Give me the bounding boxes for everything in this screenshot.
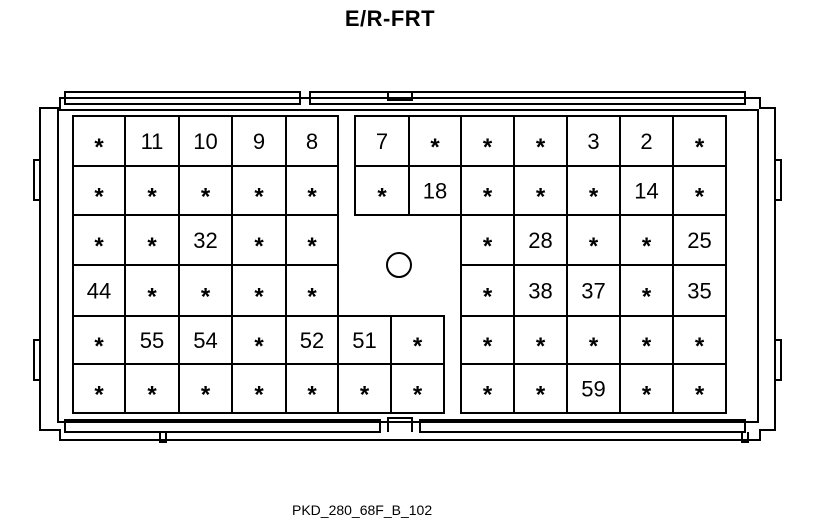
unused-terminal-mark: * xyxy=(307,184,317,211)
terminal-cell xyxy=(390,363,445,414)
unused-terminal-mark: * xyxy=(695,184,705,211)
unused-terminal-mark: * xyxy=(307,382,317,409)
terminal-number: 8 xyxy=(306,129,318,154)
terminal-number: 3 xyxy=(587,129,599,154)
terminal-number: 51 xyxy=(352,328,376,353)
unused-terminal-mark: * xyxy=(483,284,493,311)
unused-terminal-mark: * xyxy=(642,284,652,311)
terminal-number: 11 xyxy=(141,129,164,154)
unused-terminal-mark: * xyxy=(254,284,264,311)
unused-terminal-mark: * xyxy=(254,333,264,360)
unused-terminal-mark: * xyxy=(413,382,423,409)
unused-terminal-mark: * xyxy=(483,333,493,360)
diagram-title: E/R-FRT xyxy=(344,6,436,31)
terminal-cell xyxy=(672,363,727,414)
terminal-number: 32 xyxy=(193,228,217,253)
terminal-number: 37 xyxy=(581,279,605,304)
terminal-number: 28 xyxy=(528,228,552,253)
unused-terminal-mark: * xyxy=(201,184,211,211)
unused-terminal-mark: * xyxy=(642,233,652,260)
terminal-number: 59 xyxy=(581,377,605,402)
unused-terminal-mark: * xyxy=(147,233,157,260)
unused-terminal-mark: * xyxy=(430,134,440,161)
unused-terminal-mark: * xyxy=(536,184,546,211)
terminal-number: 55 xyxy=(140,328,164,353)
unused-terminal-mark: * xyxy=(94,333,104,360)
unused-terminal-mark: * xyxy=(695,134,705,161)
unused-terminal-mark: * xyxy=(536,333,546,360)
unused-terminal-mark: * xyxy=(94,233,104,260)
unused-terminal-mark: * xyxy=(94,382,104,409)
unused-terminal-mark: * xyxy=(695,333,705,360)
unused-terminal-mark: * xyxy=(642,333,652,360)
unused-terminal-mark: * xyxy=(483,382,493,409)
terminal-number: 35 xyxy=(687,279,711,304)
unused-terminal-mark: * xyxy=(360,382,370,409)
unused-terminal-mark: * xyxy=(307,284,317,311)
terminal-number: 2 xyxy=(640,129,652,154)
unused-terminal-mark: * xyxy=(589,233,599,260)
connector-housing xyxy=(33,91,782,443)
unused-terminal-mark: * xyxy=(254,233,264,260)
terminal-number: 7 xyxy=(376,129,388,154)
terminal-number: 38 xyxy=(528,279,552,304)
unused-terminal-mark: * xyxy=(483,134,493,161)
unused-terminal-mark: * xyxy=(254,184,264,211)
terminal-number: 25 xyxy=(687,228,711,253)
unused-terminal-mark: * xyxy=(94,184,104,211)
unused-terminal-mark: * xyxy=(483,184,493,211)
unused-terminal-mark: * xyxy=(536,134,546,161)
unused-terminal-mark: * xyxy=(695,382,705,409)
unused-terminal-mark: * xyxy=(307,233,317,260)
terminal-number: 10 xyxy=(193,129,217,154)
unused-terminal-mark: * xyxy=(147,184,157,211)
unused-terminal-mark: * xyxy=(147,284,157,311)
unused-terminal-mark: * xyxy=(642,382,652,409)
terminal-number: 14 xyxy=(634,179,658,204)
terminal-number: 9 xyxy=(253,129,265,154)
unused-terminal-mark: * xyxy=(94,134,104,161)
unused-terminal-mark: * xyxy=(147,382,157,409)
figure-caption: PKD_280_68F_B_102 xyxy=(292,502,433,518)
terminal-number: 54 xyxy=(193,328,217,353)
terminal-number: 52 xyxy=(300,328,324,353)
unused-terminal-mark: * xyxy=(413,333,423,360)
unused-terminal-mark: * xyxy=(201,284,211,311)
unused-terminal-mark: * xyxy=(483,233,493,260)
unused-terminal-mark: * xyxy=(254,382,264,409)
unused-terminal-mark: * xyxy=(536,382,546,409)
unused-terminal-mark: * xyxy=(589,333,599,360)
unused-terminal-mark: * xyxy=(589,184,599,211)
unused-terminal-mark: * xyxy=(377,184,387,211)
terminal-number: 44 xyxy=(87,279,111,304)
unused-terminal-mark: * xyxy=(201,382,211,409)
terminal-number: 18 xyxy=(423,179,447,204)
